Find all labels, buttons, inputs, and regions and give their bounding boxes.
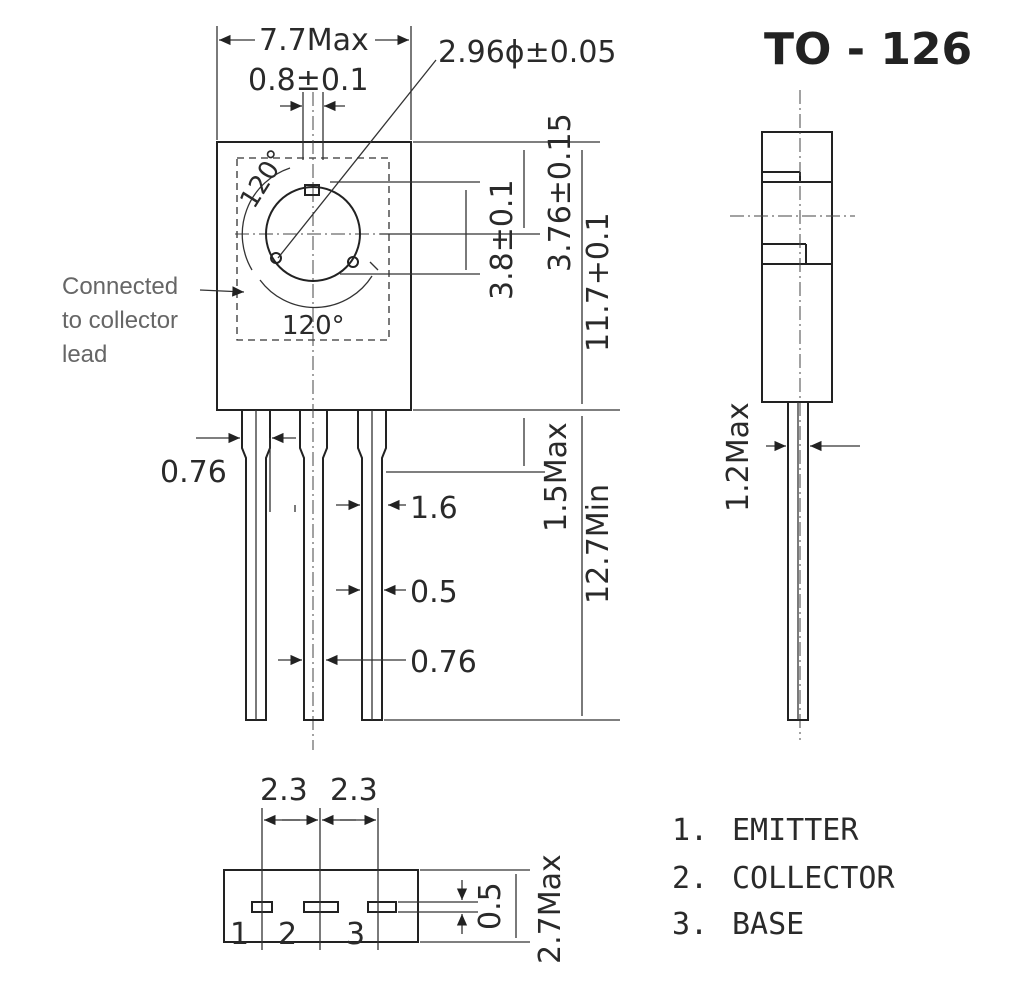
dim-standoff: 1.5Max bbox=[539, 422, 574, 532]
dim-lead-upper-width: 1.6 bbox=[410, 491, 458, 526]
pin-legend-num-3: 3. bbox=[672, 907, 708, 942]
package-body bbox=[216, 141, 412, 411]
dim-hole-offset: 3.8±0.1 bbox=[485, 179, 520, 300]
package-title: TO - 126 bbox=[764, 24, 972, 75]
lead-2 bbox=[299, 410, 328, 721]
dim-lead-length: 12.7Min bbox=[581, 484, 616, 604]
mounting-hole bbox=[265, 186, 361, 282]
dim-lead-bottom-width: 0.76 bbox=[410, 645, 477, 680]
dim-body-thickness: 2.7Max bbox=[533, 854, 568, 964]
dim-body-width: 7.7Max bbox=[259, 23, 369, 58]
note-line-2: to collector bbox=[62, 307, 178, 334]
pin-legend-name-1: EMITTER bbox=[732, 813, 859, 848]
bottom-body bbox=[223, 869, 419, 943]
dim-lead-top-width: 0.76 bbox=[160, 455, 227, 490]
note-line-1: Connected bbox=[62, 273, 178, 300]
dim-lead-thickness: 0.5 bbox=[410, 575, 458, 610]
note-line-3: lead bbox=[62, 341, 107, 368]
angle-top: 120° bbox=[234, 145, 293, 214]
dim-body-height: 11.7+0.1 bbox=[581, 212, 616, 352]
dim-tab-width: 0.8±0.1 bbox=[248, 63, 369, 98]
lead-3 bbox=[357, 410, 387, 721]
pin-number-2: 2 bbox=[278, 917, 297, 952]
pin-legend: 1. EMITTER 2. COLLECTOR 3. BASE bbox=[672, 813, 895, 942]
angle-bottom: 120° bbox=[282, 311, 345, 341]
pin-legend-name-3: BASE bbox=[732, 907, 804, 942]
dim-hole-diameter: 2.96ϕ±0.05 bbox=[438, 35, 617, 70]
dim-lead-height: 0.5 bbox=[473, 882, 508, 930]
pin-legend-name-2: COLLECTOR bbox=[732, 861, 895, 896]
dim-pitch-2: 2.3 bbox=[330, 773, 378, 808]
pin-legend-num-1: 1. bbox=[672, 813, 708, 848]
dim-pitch-1: 2.3 bbox=[260, 773, 308, 808]
pin-number-3: 3 bbox=[346, 917, 365, 952]
side-view bbox=[730, 90, 860, 740]
dim-side-lead: 1.2Max bbox=[721, 402, 756, 512]
dim-hole-center: 3.76±0.15 bbox=[543, 113, 578, 272]
bottom-view bbox=[223, 808, 530, 950]
front-view bbox=[196, 26, 620, 750]
lead-1 bbox=[241, 410, 271, 721]
pin-legend-num-2: 2. bbox=[672, 861, 708, 896]
pin-number-1: 1 bbox=[230, 917, 249, 952]
